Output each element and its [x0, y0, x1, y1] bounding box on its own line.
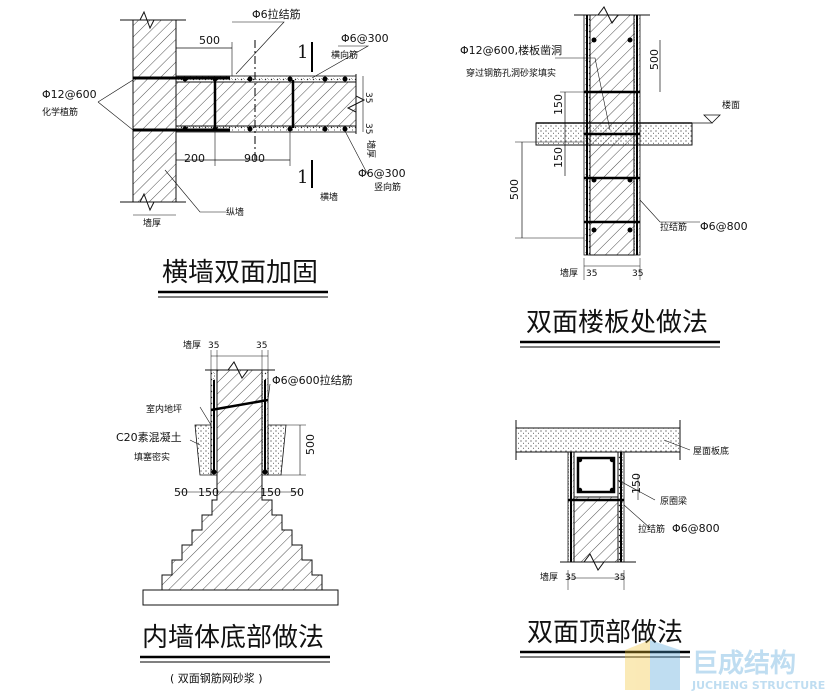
detail-1-plan — [97, 10, 370, 216]
title-detail-3: 内墙体底部做法 — [142, 623, 324, 653]
dim-35-right-3: 35 — [256, 341, 267, 351]
dim-150-left: 150 — [198, 486, 219, 499]
dim-500-bottom: 500 — [508, 179, 521, 200]
longitudinal-wall — [132, 19, 177, 203]
label-vertical-bar: 竖向筋 — [374, 181, 401, 193]
label-floor-level: 楼面 — [722, 99, 740, 111]
label-transverse-wall: 横墙 — [320, 191, 338, 203]
label-horizontal-bar: 横向筋 — [331, 49, 358, 61]
label-phi6-600-tie: Φ6@600拉结筋 — [272, 373, 353, 387]
watermark-en: JUCHENG STRUCTURE — [691, 679, 825, 692]
dim-35-right-4: 35 — [614, 573, 625, 583]
dim-900: 900 — [244, 152, 265, 165]
title-detail-1: 横墙双面加固 — [162, 258, 318, 288]
dim-35-left-3: 35 — [208, 341, 219, 351]
dim-500-top: 500 — [648, 49, 661, 70]
dim-150-b: 150 — [552, 147, 565, 168]
label-chemical-anchor: 化学植筋 — [42, 106, 78, 118]
label-ring-beam: 原圈梁 — [660, 495, 687, 507]
label-phi6-800-4: Φ6@800 — [672, 522, 720, 535]
label-phi12-600: Φ12@600 — [42, 88, 97, 101]
label-phi6-300: Φ6@300 — [341, 32, 389, 45]
dim-500: 500 — [199, 34, 220, 47]
label-phi12-600-slab: Φ12@600,楼板凿洞 — [460, 43, 562, 57]
label-wall-thickness: 墙厚 — [560, 267, 578, 279]
dim-150-4: 150 — [630, 473, 643, 494]
dim-35-b: 35 — [363, 123, 373, 134]
title-detail-4: 双面顶部做法 — [527, 618, 683, 648]
label-fill-dense: 填塞密实 — [134, 451, 170, 463]
dim-200: 200 — [184, 152, 205, 165]
detail-2-floor-slab — [515, 6, 721, 280]
dim-50-left: 50 — [174, 486, 188, 499]
transverse-wall — [175, 81, 357, 127]
label-roof-slab-bottom: 屋面板底 — [693, 445, 729, 457]
label-longitudinal-wall: 纵墙 — [226, 206, 244, 218]
section-mark-top: 1 — [297, 42, 308, 63]
label-wall-thickness-3: 墙厚 — [183, 339, 201, 351]
label-phi6-tie: Φ6拉结筋 — [252, 7, 301, 21]
dim-500-3: 500 — [304, 434, 317, 455]
label-wall-thickness-2: 墙厚 — [143, 217, 161, 229]
label-phi6-800: Φ6@800 — [700, 220, 748, 233]
label-tie-bar-4: 拉结筋 — [638, 523, 665, 535]
section-mark-bottom: 1 — [297, 167, 308, 188]
label-tie-bar: 拉结筋 — [660, 221, 687, 233]
dim-150-right: 150 — [260, 486, 281, 499]
roof-slab — [515, 427, 681, 453]
label-indoor-floor: 室内地坪 — [146, 403, 182, 415]
label-fill-hole: 穿过钢筋孔洞砂浆填实 — [466, 67, 556, 79]
dim-50-right: 50 — [290, 486, 304, 499]
label-wall-thickness-1: 墙厚 — [365, 140, 377, 158]
dim-150-a: 150 — [552, 94, 565, 115]
dim-35-a: 35 — [363, 92, 373, 103]
dim-35-left-4: 35 — [565, 573, 576, 583]
watermark-cn: 巨成结构 — [692, 649, 796, 679]
detail-4-wall-top — [515, 420, 691, 590]
label-c20-concrete: C20素混凝土 — [116, 430, 182, 444]
dim-35-left: 35 — [586, 269, 597, 279]
label-wall-thickness-4: 墙厚 — [540, 571, 558, 583]
label-phi6-300-b: Φ6@300 — [358, 167, 406, 180]
subtitle-detail-3: ( 双面钢筋网砂浆 ) — [170, 671, 263, 685]
watermark-logo: 巨成结构 JUCHENG STRUCTURE — [625, 640, 825, 692]
dim-35-right: 35 — [632, 269, 643, 279]
title-detail-2: 双面楼板处做法 — [526, 308, 708, 338]
detail-3-wall-base — [142, 350, 339, 606]
